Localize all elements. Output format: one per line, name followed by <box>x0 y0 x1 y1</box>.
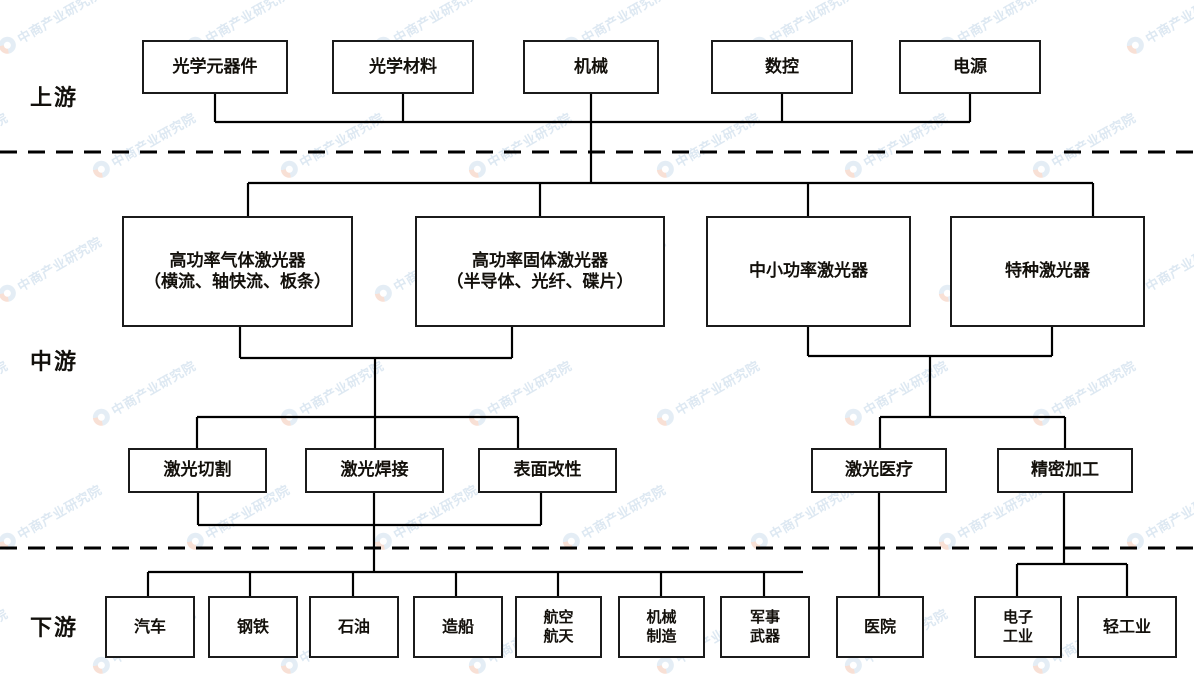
downstream-node-military-weapons[interactable]: 军事 武器 <box>720 596 810 658</box>
upstream-node-power-supply[interactable]: 电源 <box>899 40 1041 94</box>
application-node-laser-cutting[interactable]: 激光切割 <box>128 448 267 493</box>
upstream-node-machinery[interactable]: 机械 <box>523 40 659 94</box>
downstream-node-machinery-manufacturing[interactable]: 机械 制造 <box>618 596 705 658</box>
tier-label-midstream: 中游 <box>30 349 79 375</box>
downstream-node-steel[interactable]: 钢铁 <box>208 596 298 658</box>
downstream-node-electronics-industry[interactable]: 电子 工业 <box>974 596 1062 658</box>
tier-label-upstream: 上游 <box>30 85 79 111</box>
downstream-node-light-industry[interactable]: 轻工业 <box>1077 596 1177 658</box>
upstream-node-optical-materials[interactable]: 光学材料 <box>332 40 474 94</box>
application-node-laser-medical[interactable]: 激光医疗 <box>811 448 947 493</box>
downstream-node-aerospace[interactable]: 航空 航天 <box>515 596 602 658</box>
downstream-node-automotive[interactable]: 汽车 <box>105 596 195 658</box>
midstream-node-medium-low-power-laser[interactable]: 中小功率激光器 <box>706 216 911 327</box>
tier-label-downstream: 下游 <box>30 615 79 641</box>
midstream-node-high-power-gas-laser[interactable]: 高功率气体激光器 （横流、轴快流、板条） <box>122 216 353 327</box>
application-node-surface-treatment[interactable]: 表面改性 <box>478 448 617 493</box>
midstream-node-high-power-solid-laser[interactable]: 高功率固体激光器 （半导体、光纤、碟片） <box>415 216 665 327</box>
application-node-laser-welding[interactable]: 激光焊接 <box>305 448 444 493</box>
downstream-node-petroleum[interactable]: 石油 <box>309 596 399 658</box>
upstream-node-optical-components[interactable]: 光学元器件 <box>142 40 288 94</box>
downstream-node-hospital[interactable]: 医院 <box>836 596 924 658</box>
upstream-node-cnc[interactable]: 数控 <box>711 40 853 94</box>
application-node-precision-machining[interactable]: 精密加工 <box>997 448 1133 493</box>
midstream-node-special-laser[interactable]: 特种激光器 <box>950 216 1145 327</box>
downstream-node-shipbuilding[interactable]: 造船 <box>413 596 503 658</box>
